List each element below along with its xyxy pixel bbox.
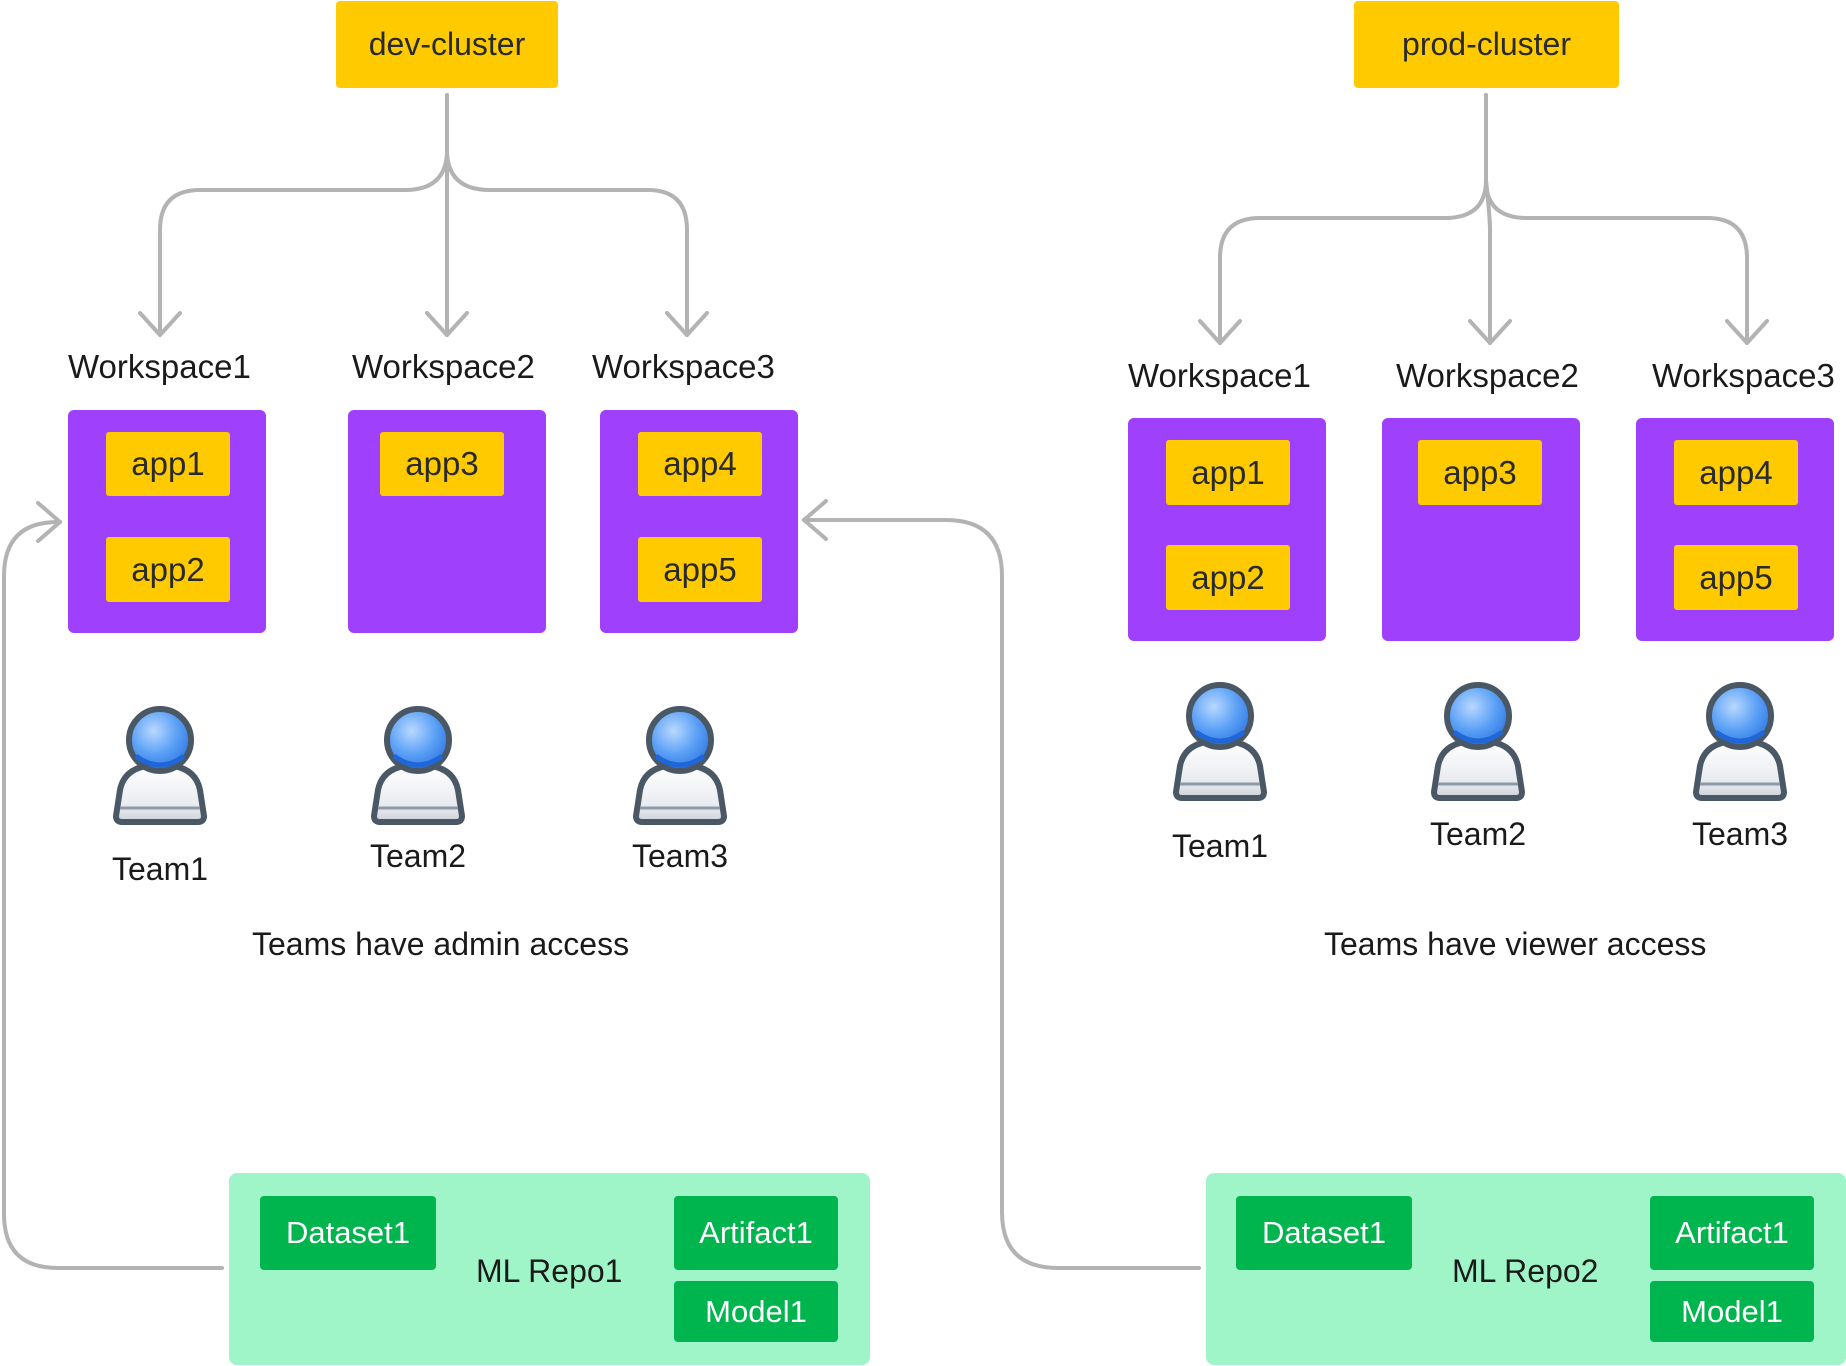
dev-workspace3-label: Workspace3 [592,348,775,385]
repo1-connector [2,520,224,1270]
prod-team1-user-icon [1166,680,1274,804]
dev-team2-label: Team2 [370,838,467,874]
prod-arrowhead-ws3 [1725,319,1769,345]
prod-arrowhead-ws2 [1468,319,1512,345]
dev-app2: app2 [106,537,230,602]
prod-app2: app2 [1166,545,1290,610]
repo2-connector [802,518,1201,1270]
repo2-name: ML Repo2 [1452,1253,1599,1289]
dev-team3-user-icon [626,704,734,828]
dev-arrowhead-ws1 [138,311,182,337]
prod-app3: app3 [1418,440,1542,505]
dev-connector-ws3 [445,148,689,337]
dev-arrowhead-ws2 [425,311,469,337]
dev-arrowhead-ws3 [665,311,709,337]
dev-app1: app1 [106,432,230,496]
prod-team2-label: Team2 [1430,816,1527,852]
prod-team3-label: Team3 [1692,816,1789,852]
dev-team2-user-icon [364,704,472,828]
repo1-name: ML Repo1 [476,1253,623,1289]
prod-cluster-box: prod-cluster [1354,1,1619,88]
dev-team3-label: Team3 [632,838,729,874]
prod-workspace2-label: Workspace2 [1396,357,1579,394]
dev-cluster-box: dev-cluster [336,1,558,88]
dev-app5: app5 [638,537,762,602]
prod-app1: app1 [1166,440,1290,505]
prod-workspace3-label: Workspace3 [1652,357,1835,394]
dev-access-caption: Teams have admin access [252,926,630,962]
repo2-artifact: Artifact1 [1650,1196,1814,1270]
prod-app5: app5 [1674,545,1798,610]
dev-app4: app4 [638,432,762,496]
prod-team3-user-icon [1686,680,1794,804]
prod-connector-ws2 [1484,93,1492,345]
prod-connector-ws1 [1218,93,1488,345]
repo2-model: Model1 [1650,1281,1814,1342]
dev-cluster-label: dev-cluster [368,26,526,62]
dev-team1-user-icon [106,704,214,828]
dev-workspace1-label: Workspace1 [68,348,251,385]
prod-cluster-label: prod-cluster [1402,26,1571,62]
prod-team2-user-icon [1424,680,1532,804]
dev-team1-label: Team1 [112,851,209,887]
prod-arrowhead-ws1 [1198,319,1242,345]
repo2-arrowhead [802,499,828,541]
prod-connector-ws3 [1484,178,1749,345]
prod-access-caption: Teams have viewer access [1324,926,1707,962]
repo1-artifact: Artifact1 [674,1196,838,1270]
prod-app4: app4 [1674,440,1798,505]
prod-workspace1-label: Workspace1 [1128,357,1311,394]
repo1-dataset: Dataset1 [260,1196,436,1270]
dev-connector-ws1 [158,93,449,337]
repo2-dataset: Dataset1 [1236,1196,1412,1270]
dev-workspace2-label: Workspace2 [352,348,535,385]
prod-team1-label: Team1 [1172,828,1269,864]
repo1-model: Model1 [674,1281,838,1342]
dev-app3: app3 [380,432,504,496]
repo1-arrowhead [36,501,62,543]
